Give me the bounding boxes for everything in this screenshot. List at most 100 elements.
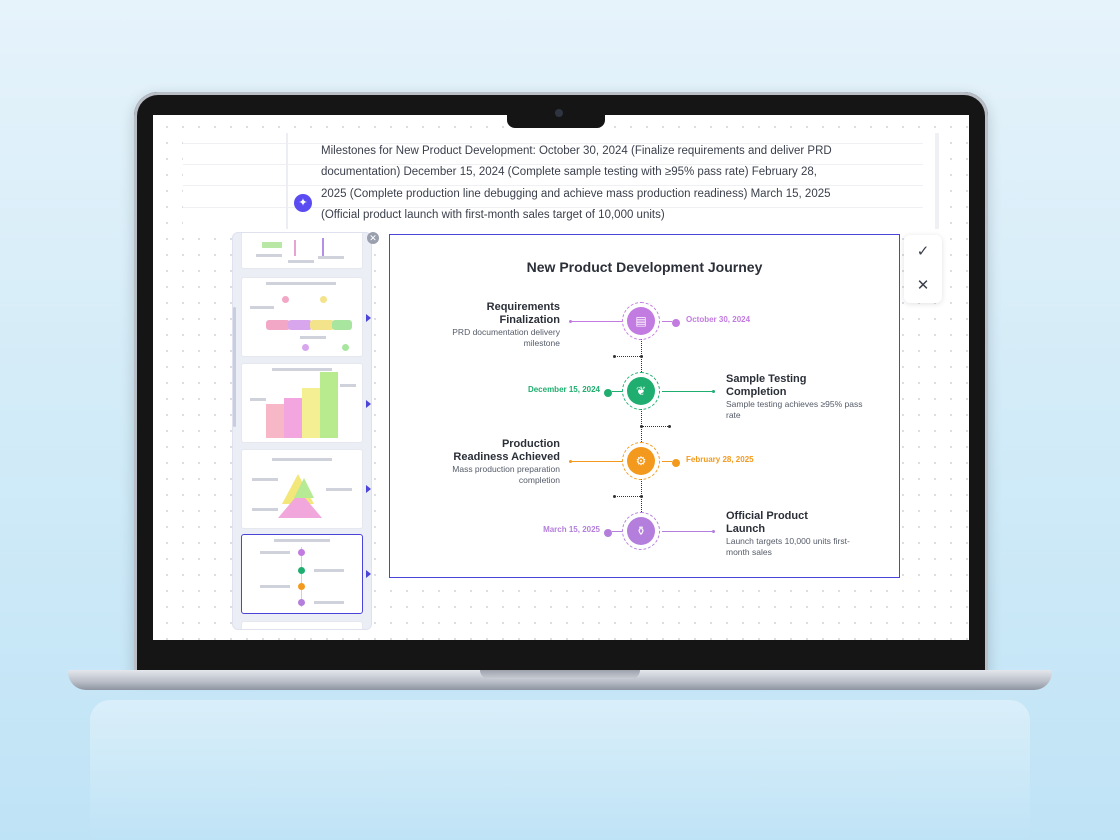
close-icon[interactable]: ✕ bbox=[916, 277, 930, 294]
milestone-1-desc-line: milestone bbox=[523, 337, 560, 348]
laptop-base bbox=[68, 670, 1052, 690]
text-rule bbox=[183, 143, 923, 144]
thumb-mark bbox=[294, 478, 314, 498]
milestone-3-desc: Mass production preparation completion bbox=[430, 464, 560, 485]
milestone-2-dot bbox=[712, 390, 715, 393]
milestone-line: (Official product launch with first-mont… bbox=[321, 208, 665, 221]
thumbnail-template-5[interactable] bbox=[241, 534, 363, 614]
milestone-1-name: Requirements Finalization bbox=[440, 301, 560, 327]
milestone-1-ring bbox=[622, 302, 660, 340]
plant-icon[interactable]: ❦ bbox=[627, 377, 655, 405]
thumbnail-scrollbar[interactable] bbox=[233, 307, 236, 427]
thumbnail-template-6[interactable] bbox=[241, 621, 363, 629]
machine-icon[interactable]: ⚙ bbox=[627, 447, 655, 475]
thumb-mark bbox=[342, 344, 349, 351]
milestone-1-link bbox=[572, 321, 622, 322]
milestone-1-name-line: Finalization bbox=[499, 314, 561, 326]
thumb-mark bbox=[294, 240, 296, 256]
milestone-line: Milestones for New Product Development: … bbox=[321, 145, 832, 157]
text-rule bbox=[183, 185, 923, 186]
milestone-1-dot bbox=[569, 320, 572, 323]
template-thumbnail-panel[interactable] bbox=[232, 232, 372, 630]
milestone-2-name-line: Completion bbox=[726, 386, 787, 398]
thumb-mark bbox=[332, 320, 352, 330]
milestone-3-desc-line: Mass production preparation bbox=[452, 464, 560, 474]
text-scrollbar[interactable] bbox=[935, 133, 939, 229]
thumb-mark bbox=[288, 320, 312, 330]
milestone-paragraph[interactable]: Milestones for New Product Development: … bbox=[321, 141, 851, 226]
connector-line bbox=[642, 426, 670, 427]
connector-line bbox=[614, 496, 642, 497]
close-icon[interactable]: ✕ bbox=[367, 232, 379, 244]
connector-dot bbox=[613, 495, 616, 498]
milestone-4-link bbox=[612, 531, 622, 532]
connector-dot bbox=[640, 495, 643, 498]
thumbnail-template-4[interactable] bbox=[241, 449, 363, 529]
milestone-4-date-marker bbox=[604, 529, 612, 537]
thumbnail-template-1[interactable] bbox=[241, 233, 363, 269]
thumb-mark bbox=[272, 368, 332, 371]
milestone-line: documentation) December 15, 2024 (Comple… bbox=[321, 166, 817, 179]
thumb-mark bbox=[274, 539, 330, 542]
thumb-mark bbox=[266, 320, 290, 330]
confirm-toolbar: ✓ ✕ bbox=[904, 235, 942, 303]
document-icon[interactable]: ▤ bbox=[627, 307, 655, 335]
milestone-2-desc: Sample testing achieves ≥95% pass rate bbox=[726, 399, 876, 420]
milestone-1-desc-line: PRD documentation delivery bbox=[452, 327, 560, 337]
thumb-mark bbox=[298, 549, 305, 556]
milestone-1-date-marker bbox=[672, 319, 680, 327]
thumb-mark bbox=[320, 372, 338, 438]
milestone-4-name-line: Launch bbox=[726, 523, 766, 535]
thumbnail-arrow-icon bbox=[366, 485, 371, 493]
camera-icon bbox=[555, 109, 563, 117]
thumbnail-template-3[interactable] bbox=[241, 363, 363, 443]
milestone-2-desc-line: rate bbox=[726, 409, 741, 420]
milestone-text-block[interactable]: ✦ Milestones for New Product Development… bbox=[183, 133, 943, 229]
milestone-4-dot bbox=[712, 530, 715, 533]
thumb-mark bbox=[262, 242, 282, 248]
thumbnail-arrow-icon bbox=[366, 570, 371, 578]
app-screen: ✦ Milestones for New Product Development… bbox=[153, 115, 969, 640]
milestone-3-name: Production Readiness Achieved bbox=[430, 438, 560, 464]
milestone-3-date: February 28, 2025 bbox=[686, 455, 754, 464]
text-rule bbox=[183, 164, 923, 165]
milestone-2-ring bbox=[622, 372, 660, 410]
thumb-mark bbox=[314, 569, 344, 572]
thumb-mark bbox=[322, 238, 324, 256]
thumb-mark bbox=[282, 296, 289, 303]
milestone-3-date-marker bbox=[672, 459, 680, 467]
thumb-mark bbox=[298, 567, 305, 574]
jar-icon[interactable]: ⚱ bbox=[627, 517, 655, 545]
milestone-2-name: Sample Testing Completion bbox=[726, 373, 866, 399]
milestone-3-name-line: Production bbox=[501, 438, 560, 450]
thumb-mark bbox=[272, 458, 332, 461]
text-gutter bbox=[286, 133, 288, 229]
thumb-mark bbox=[326, 488, 352, 491]
thumb-mark bbox=[298, 599, 305, 606]
connector-dot bbox=[668, 425, 671, 428]
thumb-mark bbox=[252, 478, 278, 481]
milestone-3-name-line: Readiness Achieved bbox=[453, 451, 560, 463]
milestone-4-date: March 15, 2025 bbox=[543, 525, 600, 534]
diagram-canvas[interactable]: New Product Development Journey ▤ Requir… bbox=[389, 234, 900, 578]
milestone-4-link bbox=[662, 531, 712, 532]
thumb-mark bbox=[340, 384, 356, 387]
thumb-mark bbox=[302, 388, 320, 438]
laptop-base-groove bbox=[480, 670, 640, 679]
text-rule bbox=[183, 207, 923, 208]
thumb-mark bbox=[250, 398, 266, 401]
sparkle-icon[interactable]: ✦ bbox=[294, 194, 312, 212]
check-icon[interactable]: ✓ bbox=[916, 243, 930, 260]
thumb-mark bbox=[318, 256, 344, 259]
thumb-mark bbox=[320, 296, 327, 303]
thumbnail-template-2[interactable] bbox=[241, 277, 363, 357]
milestone-4-ring bbox=[622, 512, 660, 550]
milestone-1-name-line: Requirements bbox=[486, 301, 560, 313]
milestone-4-name-line: Official Product bbox=[726, 510, 808, 522]
thumb-mark bbox=[250, 306, 274, 309]
diagram-title: New Product Development Journey bbox=[526, 259, 763, 275]
thumb-mark bbox=[260, 551, 290, 554]
thumbnail-arrow-icon bbox=[366, 400, 371, 408]
thumb-mark bbox=[300, 336, 326, 339]
connector-line bbox=[614, 356, 642, 357]
